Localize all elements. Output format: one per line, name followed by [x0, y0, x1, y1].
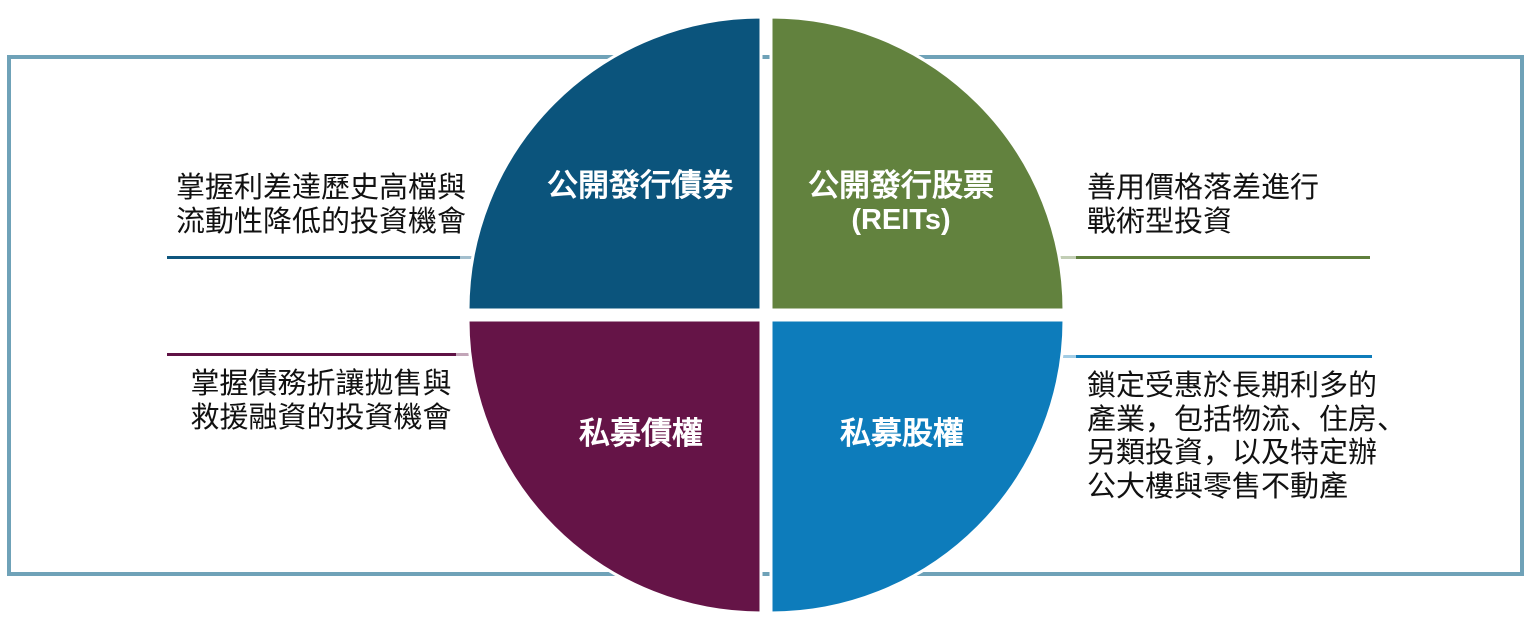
annotation-line: 另類投資，以及特定辦 — [1087, 437, 1378, 469]
quadrant-private-equity — [769, 318, 1066, 615]
connector-rule-tail — [460, 256, 474, 259]
annotation-line: 戰術型投資 — [1087, 205, 1233, 238]
quadrant-label-public-bonds: 公開發行債券 — [547, 168, 733, 203]
connector-rule-tail — [1060, 355, 1076, 358]
connector-rule-private-equity — [1076, 355, 1372, 358]
connector-rule-tail — [456, 353, 472, 356]
annotation-line: 善用價格落差進行 — [1087, 172, 1320, 204]
annotation-line: 救援融資的投資機會 — [190, 401, 452, 434]
connector-rule-private-credit — [167, 353, 456, 356]
quadrant-label-private-equity: 私募股權 — [840, 416, 964, 451]
annotation-line: 產業，包括物流、住房、 — [1087, 403, 1407, 436]
annotation-public-bonds: 掌握利差達歷史高檔與 流動性降低的投資機會 — [140, 172, 502, 239]
quadrant-label-main: 公開發行股票 — [808, 168, 994, 203]
quadrant-label-sub: (REITs) — [851, 204, 951, 236]
quadrant-public-equity — [769, 15, 1066, 312]
annotation-line: 公大樓與零售不動產 — [1087, 470, 1349, 503]
annotation-line: 鎖定受惠於長期利多的 — [1087, 370, 1378, 402]
quadrant-public-bonds — [466, 15, 763, 312]
connector-rule-tail — [1060, 256, 1076, 259]
annotation-private-credit: 掌握債務折讓拋售與 救援融資的投資機會 — [140, 368, 502, 435]
annotation-line: 掌握債務折讓拋售與 — [190, 368, 452, 400]
annotation-line: 流動性降低的投資機會 — [175, 205, 466, 238]
annotation-line: 掌握利差達歷史高檔與 — [175, 172, 466, 204]
quadrant-label-public-equity: 公開發行股票 (REITs) — [808, 169, 994, 237]
annotation-private-equity: 鎖定受惠於長期利多的 產業，包括物流、住房、 另類投資，以及特定辦 公大樓與零售… — [1087, 370, 1417, 504]
connector-rule-public-bonds — [167, 256, 460, 259]
quadrant-label-private-credit: 私募債權 — [579, 416, 703, 451]
quadrant-private-credit — [466, 318, 763, 615]
annotation-public-equity: 善用價格落差進行 戰術型投資 — [1087, 172, 1417, 239]
outer-frame — [7, 55, 1524, 576]
connector-rule-public-equity — [1076, 256, 1370, 259]
